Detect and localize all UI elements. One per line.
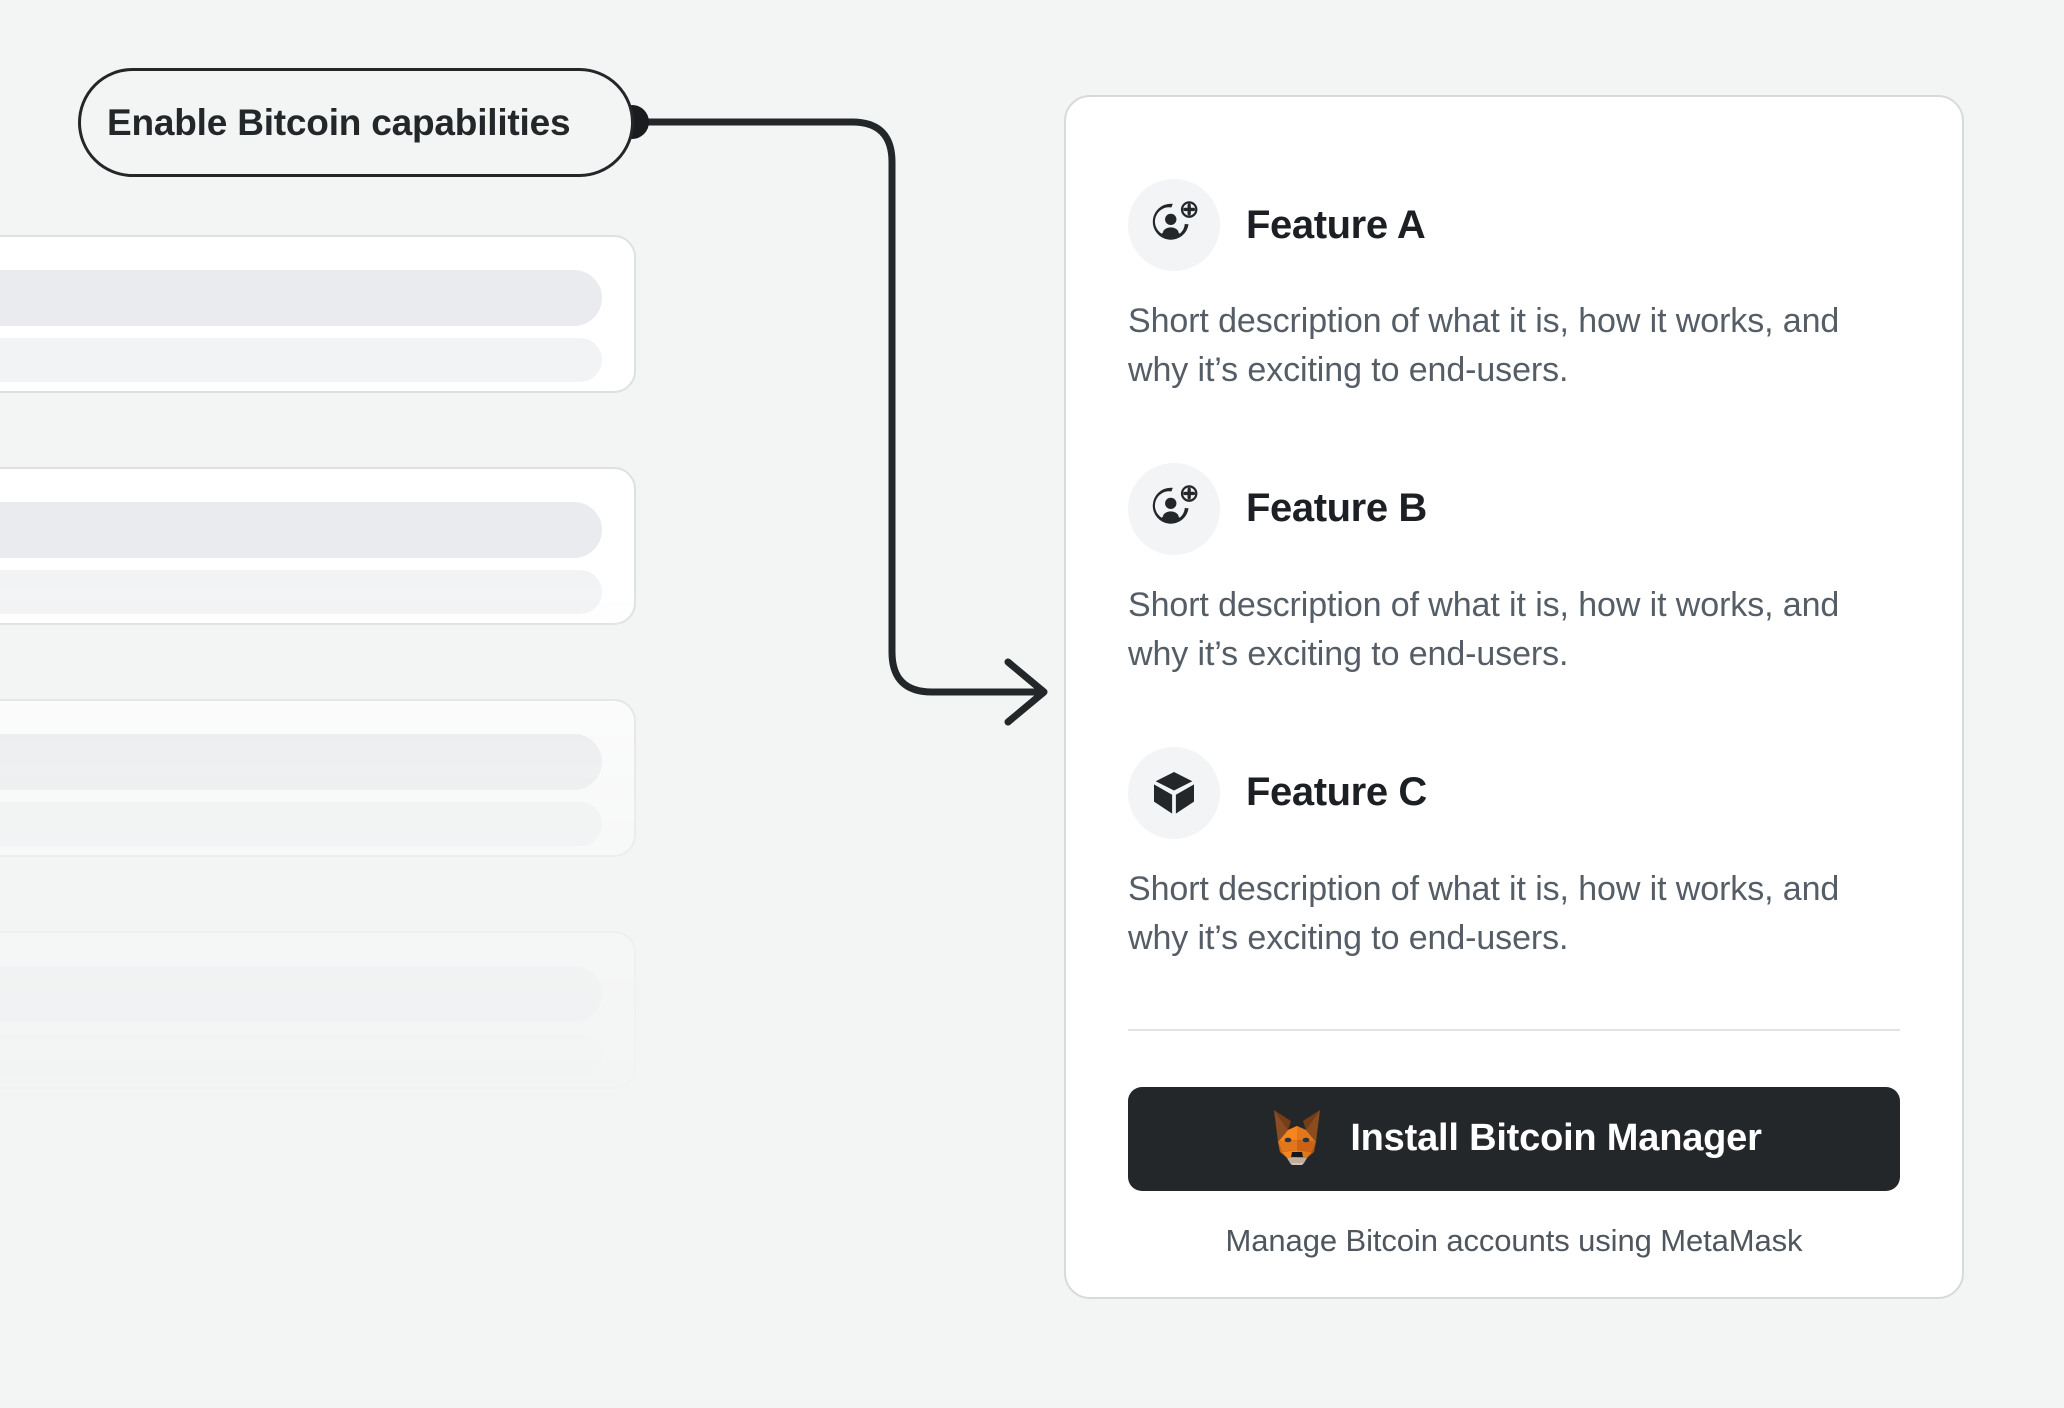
- feature-item-b: Feature B Short description of what it i…: [1128, 462, 1900, 679]
- feature-header: Feature C: [1128, 746, 1900, 839]
- skeleton-card: [0, 235, 636, 393]
- skeleton-bar-primary: [0, 734, 602, 790]
- connector-arrowhead-icon: [1004, 658, 1048, 726]
- skeleton-bar-primary: [0, 1198, 602, 1254]
- feature-card: Feature A Short description of what it i…: [1064, 95, 1964, 1299]
- card-divider: [1128, 1028, 1900, 1031]
- feature-title: Feature A: [1246, 202, 1426, 247]
- skeleton-bar-primary: [0, 966, 602, 1022]
- skeleton-bar-secondary: [0, 1034, 602, 1078]
- install-button-label: Install Bitcoin Manager: [1350, 1117, 1762, 1160]
- skeleton-card: [0, 931, 636, 1089]
- feature-title: Feature B: [1246, 486, 1427, 531]
- feature-title: Feature C: [1246, 770, 1427, 815]
- feature-item-c: Feature C Short description of what it i…: [1128, 746, 1900, 963]
- feature-description: Short description of what it is, how it …: [1128, 585, 1840, 673]
- skeleton-bar-secondary: [0, 570, 602, 614]
- feature-header: Feature A: [1128, 179, 1900, 271]
- skeleton-bar-secondary: [0, 802, 602, 846]
- feature-list: Feature A Short description of what it i…: [1066, 97, 1962, 1031]
- skeleton-bar-primary: [0, 502, 602, 558]
- skeleton-card: [0, 1163, 636, 1321]
- skeleton-bar-primary: [0, 270, 602, 326]
- feature-header: Feature B: [1128, 462, 1900, 555]
- account-add-icon: [1128, 179, 1220, 271]
- callout-label: Enable Bitcoin capabilities: [107, 101, 571, 143]
- connector-path: [628, 118, 1044, 696]
- cube-icon: [1128, 746, 1220, 839]
- feature-item-a: Feature A Short description of what it i…: [1128, 179, 1900, 395]
- footer-caption: Manage Bitcoin accounts using MetaMask: [1225, 1222, 1803, 1258]
- skeleton-card: [0, 699, 636, 857]
- install-bitcoin-manager-button[interactable]: Install Bitcoin Manager: [1128, 1086, 1900, 1191]
- feature-description: Short description of what it is, how it …: [1128, 869, 1840, 957]
- feature-description: Short description of what it is, how it …: [1128, 302, 1840, 389]
- skeleton-card: [0, 467, 636, 625]
- skeleton-bar-secondary: [0, 338, 602, 382]
- account-add-icon: [1128, 462, 1220, 555]
- callout-bubble: Enable Bitcoin capabilities: [78, 68, 634, 177]
- skeleton-bar-secondary: [0, 1266, 602, 1310]
- card-footer: Install Bitcoin Manager Manage Bitcoin a…: [1066, 1031, 1962, 1311]
- background-skeleton-list: [0, 230, 670, 1408]
- metamask-fox-icon: [1266, 1108, 1328, 1169]
